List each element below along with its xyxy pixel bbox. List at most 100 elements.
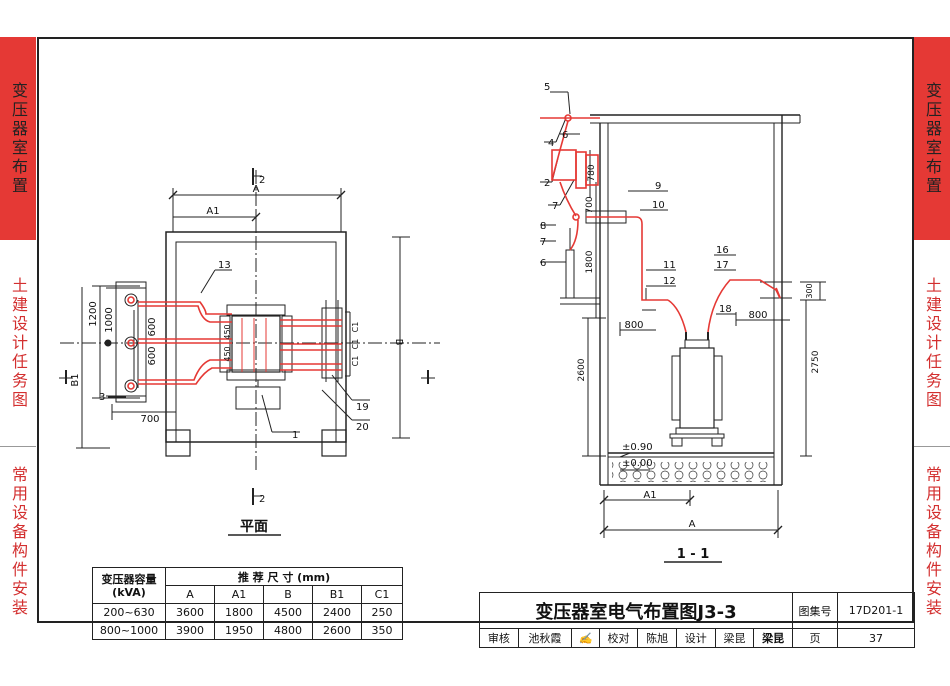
section-mark-top: 2: [259, 175, 265, 186]
check-label: 校对: [598, 628, 639, 648]
atlas-label: 图集号: [792, 592, 838, 629]
sec-dim-800a: 800: [624, 320, 643, 331]
callout-7b: 7: [540, 237, 546, 248]
sec-dim-300: 300: [805, 283, 814, 298]
sec-dim-2600: 2600: [577, 358, 587, 381]
plan-cables: [127, 296, 342, 390]
plan-dim-B: B: [393, 339, 404, 346]
table-cell: 250: [361, 603, 403, 622]
callout-13: 13: [218, 260, 231, 271]
callout-19: 19: [356, 402, 369, 413]
side-tab-label: 变压器室布置: [9, 81, 28, 196]
checker-name: 陈旭: [637, 628, 677, 648]
side-tab-right-2[interactable]: 土建设计任务图: [914, 240, 950, 446]
plan-dim-450a: 450: [223, 324, 232, 339]
plan-dim-600a: 600: [147, 317, 158, 336]
side-tab-label: 常用设备构件安装: [9, 466, 28, 618]
level-090: ±0.90: [622, 442, 653, 453]
reviewer-name: 池秋霞: [517, 628, 573, 648]
section-title: 1 - 1: [677, 547, 710, 562]
plan-dim-A: A: [253, 184, 260, 195]
table-cell: 3600: [165, 603, 215, 622]
sec-dim-1800: 1800: [585, 250, 595, 273]
designer-signature: 梁昆: [753, 628, 793, 648]
col-header: A: [165, 585, 215, 604]
callout-17: 17: [716, 260, 729, 271]
sec-dim-A: A: [689, 519, 696, 530]
side-tab-label: 常用设备构件安装: [923, 466, 942, 618]
title-block: 变压器室电气布置图J3-3 图集号 17D201-1 审核 池秋霞 ✍ 校对 陈…: [479, 592, 915, 648]
table-cell: 1800: [214, 603, 264, 622]
plan-dim-600b: 600: [147, 346, 158, 365]
sec-dim-700: 700: [585, 196, 595, 213]
section-mark-bottom: 2: [259, 494, 265, 505]
sec-dim-800b: 800: [748, 310, 767, 321]
plan-dim-700: 700: [140, 414, 159, 425]
side-tab-right-1[interactable]: 变压器室布置: [914, 37, 950, 240]
section-view: [540, 91, 826, 563]
plan-dim-1000: 1000: [104, 307, 115, 332]
side-tab-label: 土建设计任务图: [923, 276, 942, 410]
callout-8: 8: [540, 221, 546, 232]
table-cell: 3900: [165, 621, 215, 640]
atlas-number: 17D201-1: [837, 592, 915, 629]
section-cables: [540, 114, 781, 333]
sec-dim-2750: 2750: [811, 350, 821, 373]
callout-12: 12: [663, 276, 676, 287]
callout-5: 5: [544, 82, 550, 93]
callout-18: 18: [719, 304, 732, 315]
table-cell: 4800: [263, 621, 313, 640]
callout-6b: 6: [540, 258, 546, 269]
callout-1: 1: [292, 430, 298, 441]
table-cell: 2400: [312, 603, 362, 622]
table-cell: 2600: [312, 621, 362, 640]
plan-dim-450b: 450: [223, 346, 232, 361]
plan-title: 平面: [240, 519, 268, 535]
callout-4: 4: [548, 138, 554, 149]
sec-dim-A1: A1: [643, 490, 656, 501]
side-tab-right-3[interactable]: 常用设备构件安装: [914, 447, 950, 637]
side-tab-left-3[interactable]: 常用设备构件安装: [0, 447, 36, 637]
callout-3: 3: [99, 392, 105, 403]
callout-20: 20: [356, 422, 369, 433]
plan-dim-C1b: C1: [351, 339, 360, 350]
table-cell: 800~1000: [92, 621, 166, 640]
level-000: ±0.00: [622, 458, 653, 469]
callout-6a: 6: [562, 130, 568, 141]
table-cell: 1950: [214, 621, 264, 640]
table-cell: 350: [361, 621, 403, 640]
col-header: B1: [312, 585, 362, 604]
table-row: 200~630 3600 1800 4500 2400 250: [92, 603, 403, 622]
table-header-dims: 推 荐 尺 寸 (mm): [165, 567, 403, 586]
plan-dim-A1: A1: [206, 206, 219, 217]
plan-dim-C1a: C1: [351, 322, 360, 333]
table-cell: 200~630: [92, 603, 166, 622]
review-label: 审核: [479, 628, 519, 648]
callout-7a: 7: [552, 201, 558, 212]
page-label: 页: [792, 628, 838, 648]
col-header: B: [263, 585, 313, 604]
drawing-frame: [37, 37, 914, 623]
side-tab-left-2[interactable]: 土建设计任务图: [0, 240, 36, 446]
side-tab-left-1[interactable]: 变压器室布置: [0, 37, 36, 240]
col-header: A1: [214, 585, 264, 604]
table-header-capacity: 变压器容量: [101, 572, 157, 586]
plan-dim-1200: 1200: [88, 301, 99, 326]
side-tab-label: 变压器室布置: [923, 81, 942, 196]
table-row: 800~1000 3900 1950 4800 2600 350: [92, 621, 403, 640]
callout-11: 11: [663, 260, 676, 271]
side-tab-label: 土建设计任务图: [9, 276, 28, 410]
reviewer-signature: ✍: [571, 628, 600, 648]
design-label: 设计: [675, 628, 716, 648]
dimension-table: 变压器容量 (kVA) 推 荐 尺 寸 (mm) A A1 B B1 C1 20…: [92, 567, 403, 640]
plan-dim-B1: B1: [70, 373, 81, 386]
drawing-title: 变压器室电气布置图J3-3: [479, 592, 793, 629]
callout-9: 9: [655, 181, 661, 192]
callout-10: 10: [652, 200, 665, 211]
table-header-unit: (kVA): [112, 585, 146, 599]
table-cell: 4500: [263, 603, 313, 622]
callout-2: 2: [544, 178, 550, 189]
col-header: C1: [361, 585, 403, 604]
sec-dim-780: 780: [587, 164, 597, 181]
